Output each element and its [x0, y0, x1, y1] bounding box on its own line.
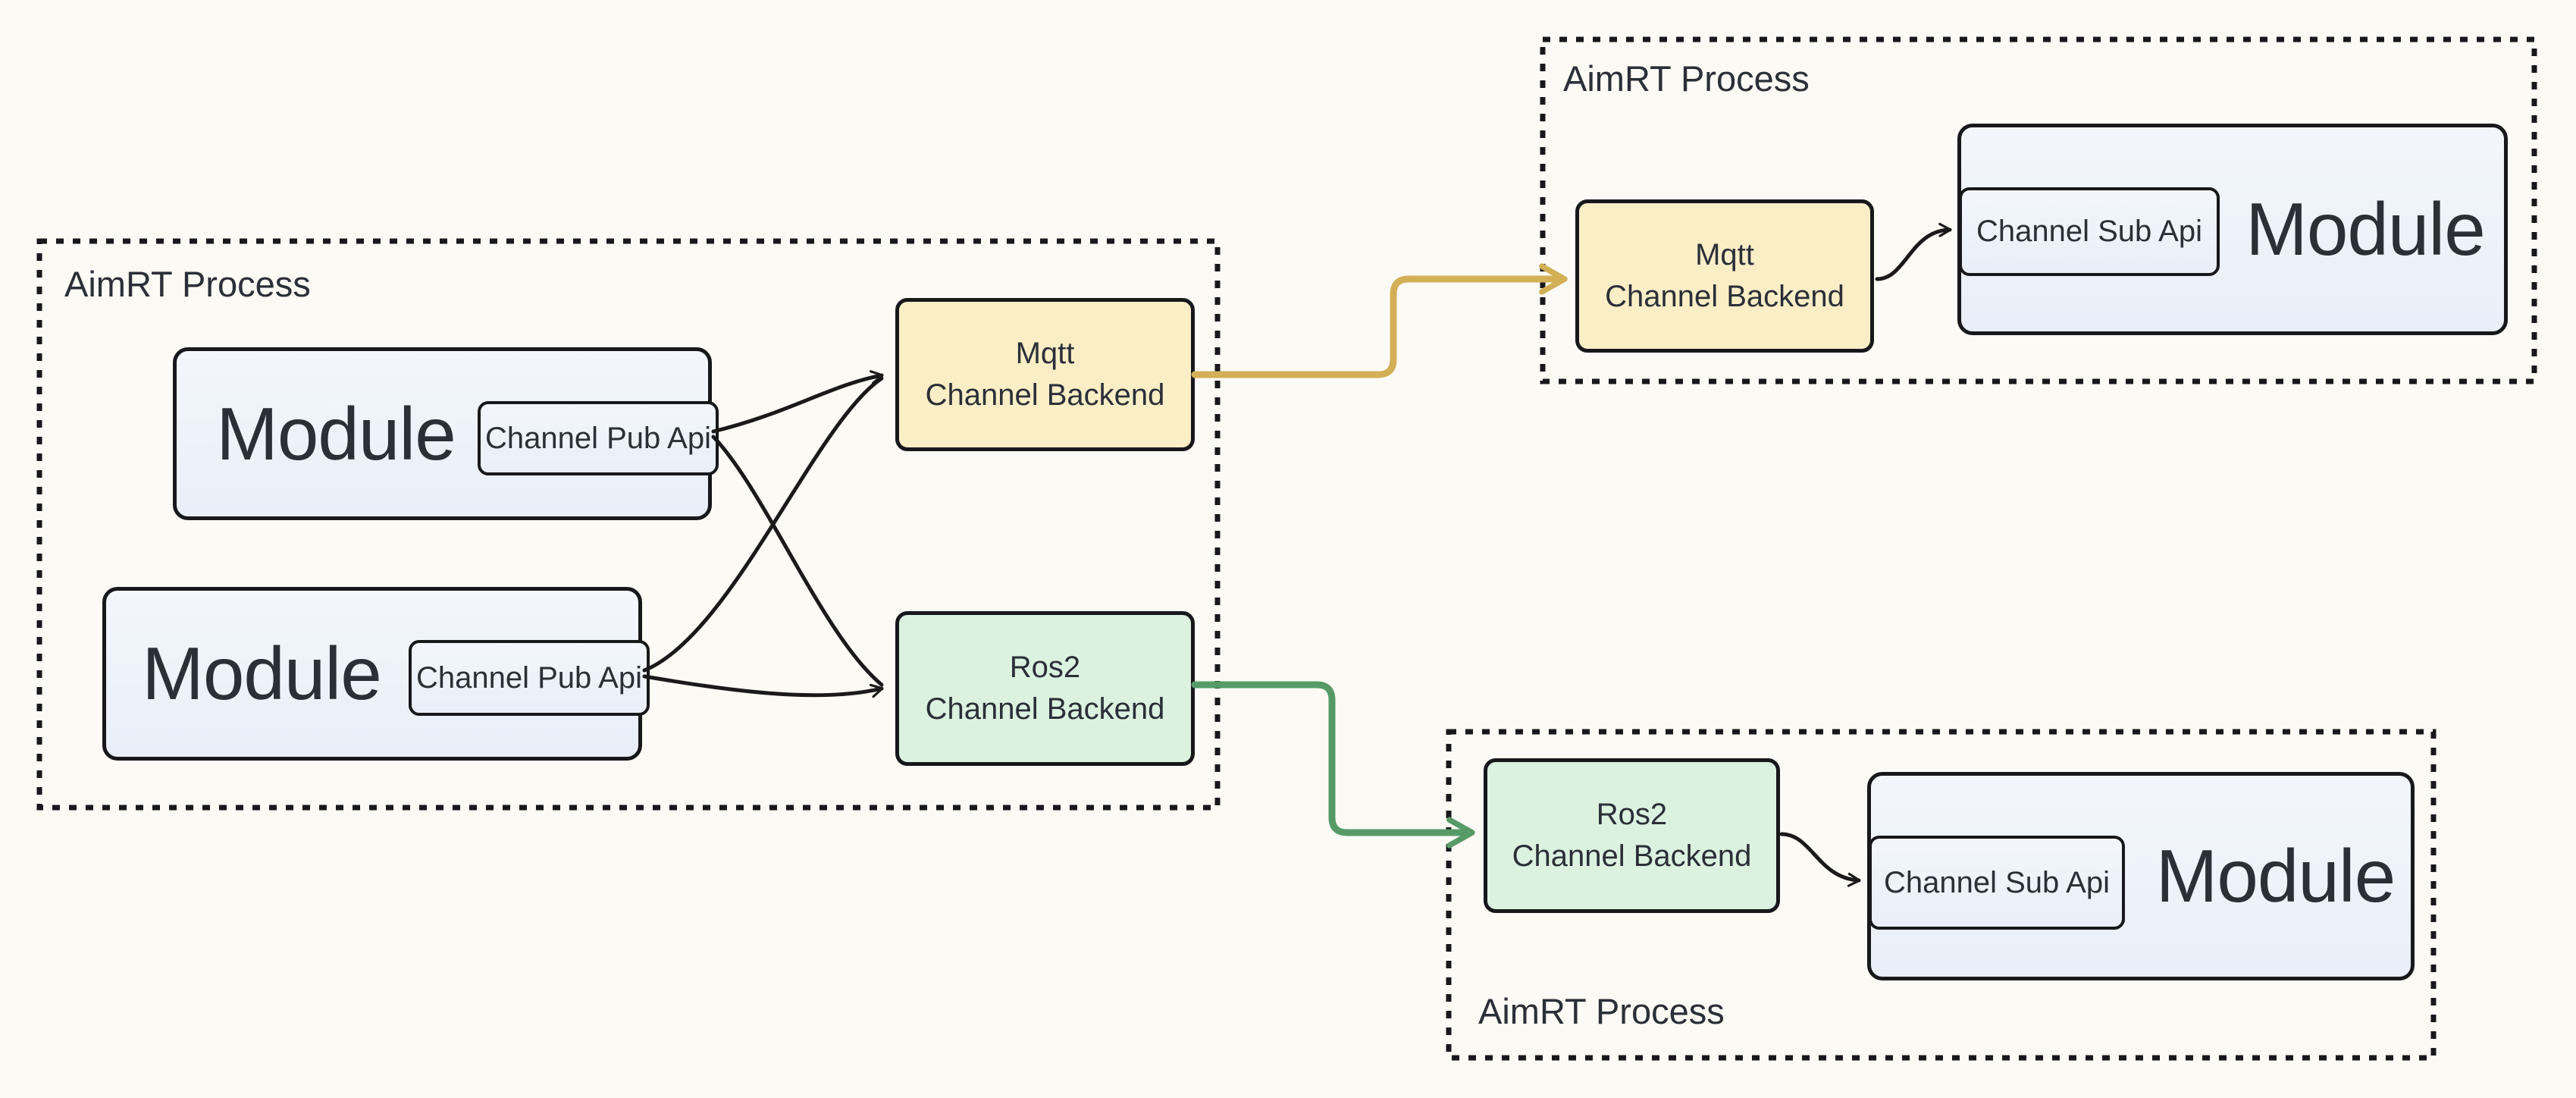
module-pub-1-label: Module — [216, 391, 456, 475]
arrow-mqtt-backend-to-sub-api — [1875, 222, 1952, 281]
mqtt-channel-backend-left: Mqtt Channel Backend — [895, 298, 1195, 451]
mqtt-channel-backend-right: Mqtt Channel Backend — [1575, 199, 1874, 353]
arrow-pub2-to-ros2 — [642, 674, 884, 698]
mqtt-backend-left-line2: Channel Backend — [925, 378, 1165, 412]
channel-sub-api-mqtt-box: Channel Sub Api — [1959, 187, 2220, 276]
module-sub-ros2: Channel Sub Api Module — [1867, 772, 2415, 980]
module-sub-mqtt: Channel Sub Api Module — [1957, 124, 2508, 335]
module-pub-2: Module Channel Pub Api — [102, 587, 650, 761]
process-bottom-right-label: AimRT Process — [1478, 991, 1725, 1031]
mqtt-backend-right-line1: Mqtt — [1695, 237, 1754, 271]
ros2-backend-right-line1: Ros2 — [1596, 797, 1668, 831]
channel-pub-api-1-box: Channel Pub Api — [478, 401, 719, 475]
ros2-backend-right-line2: Channel Backend — [1512, 839, 1752, 873]
arrow-pub1-to-ros2 — [711, 434, 884, 687]
channel-pub-api-2-label: Channel Pub Api — [415, 660, 642, 695]
arrow-ros2-backend-to-sub-api — [1779, 832, 1861, 887]
process-left-label: AimRT Process — [64, 264, 311, 304]
module-pub-2-label: Module — [142, 632, 381, 715]
channel-sub-api-ros2-label: Channel Sub Api — [1883, 865, 2110, 899]
channel-pub-api-2-box: Channel Pub Api — [409, 640, 650, 716]
ros2-channel-backend-right: Ros2 Channel Backend — [1484, 758, 1780, 913]
ros2-backend-left-line1: Ros2 — [1009, 650, 1081, 684]
channel-sub-api-ros2-box: Channel Sub Api — [1869, 836, 2125, 930]
mqtt-backend-left-line1: Mqtt — [1015, 336, 1075, 370]
module-pub-1: Module Channel Pub Api — [173, 347, 719, 520]
process-top-right-label: AimRT Process — [1563, 58, 1810, 99]
arrow-pub1-to-mqtt — [711, 370, 884, 434]
arrow-ros2-interprocess — [1191, 681, 1475, 849]
arrow-mqtt-interprocess — [1191, 263, 1568, 378]
channel-sub-api-mqtt-label: Channel Sub Api — [1976, 215, 2202, 248]
channel-pub-api-1-label: Channel Pub Api — [484, 421, 711, 455]
ros2-backend-left-line2: Channel Backend — [925, 692, 1165, 726]
ros2-channel-backend-left: Ros2 Channel Backend — [895, 611, 1195, 766]
mqtt-backend-right-line2: Channel Backend — [1605, 280, 1844, 313]
module-sub-ros2-label: Module — [2155, 834, 2396, 918]
module-sub-mqtt-label: Module — [2245, 187, 2485, 271]
